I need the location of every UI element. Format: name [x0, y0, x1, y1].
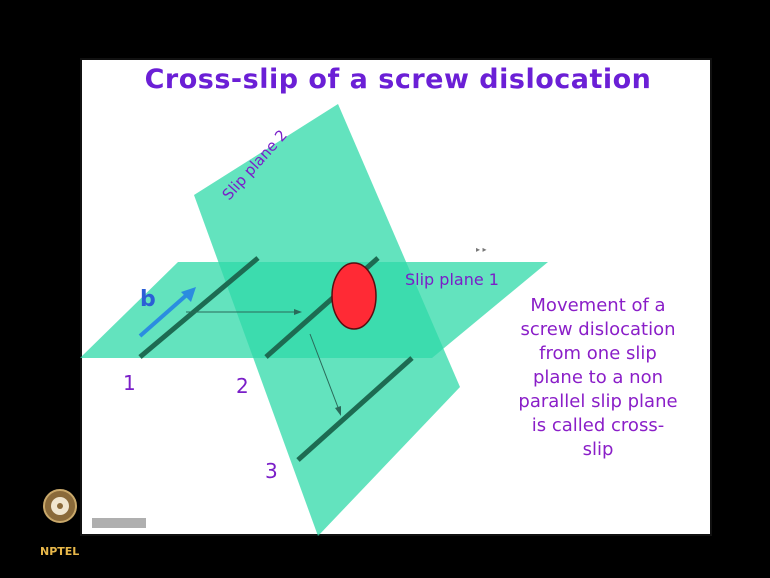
line-label-2: 2 — [236, 374, 249, 398]
line-label-1: 1 — [123, 371, 136, 395]
move-arrow-down-head — [335, 406, 341, 416]
slide-title: Cross-slip of a screw dislocation — [144, 64, 652, 95]
move-arrow-down — [309, 333, 340, 411]
burgers-vector-arrowhead — [181, 287, 196, 302]
move-arrow-horizontal-head — [294, 309, 302, 315]
burgers-vector-label: b — [140, 287, 156, 312]
dislocation-line-1 — [138, 256, 260, 359]
dislocation-line-3 — [296, 356, 414, 462]
nptel-logo: NPTEL — [40, 489, 146, 558]
slip-plane-1-label: Slip plane 1 — [405, 270, 499, 289]
cursor-marks: ▸ ▸ — [476, 245, 487, 254]
line-label-3: 3 — [265, 459, 278, 483]
nptel-logo-text: NPTEL — [40, 545, 79, 558]
obstacle-ellipse — [331, 262, 377, 330]
slip-plane-1 — [80, 262, 548, 358]
burgers-vector-arrow — [138, 290, 192, 338]
slide-caption: Movement of a screw dislocation from one… — [518, 295, 678, 460]
